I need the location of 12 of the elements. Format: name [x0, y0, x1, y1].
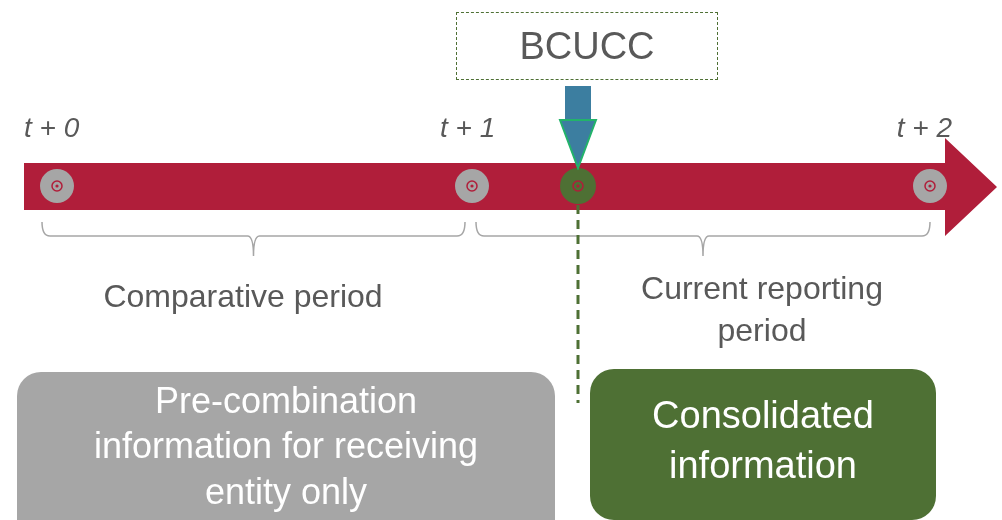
dashed-box [456, 12, 718, 80]
box-text: BCUCC [519, 24, 655, 68]
box-text: Pre-combination information for receiving entity only [92, 378, 480, 514]
period-label: Current reporting period [640, 269, 884, 350]
time-label: t + 1 [440, 111, 497, 145]
time-label: t + 0 [24, 111, 81, 145]
time-label: t + 2 [895, 111, 952, 145]
box-text: Consolidated information [651, 393, 875, 488]
block-arrow [559, 86, 597, 169]
info-box [17, 372, 555, 520]
period-label: Comparative period [102, 277, 384, 316]
info-box [590, 369, 936, 520]
